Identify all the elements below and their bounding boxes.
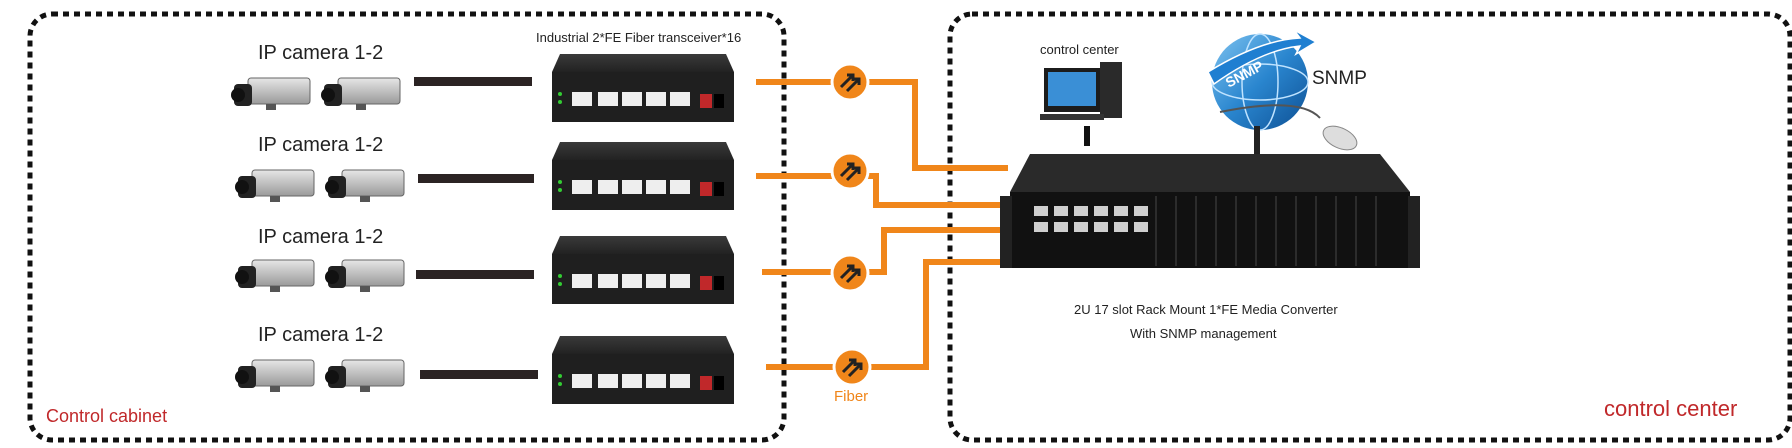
ethernet-cable xyxy=(414,77,532,86)
ip-camera-icon xyxy=(231,77,311,110)
fiber-badges xyxy=(830,62,872,387)
rack-media-converter-icon xyxy=(1000,154,1420,268)
snmp-link xyxy=(1254,126,1260,154)
ip-camera-icon xyxy=(235,259,315,292)
ethernet-cables xyxy=(414,77,538,379)
fiber-transceivers xyxy=(552,54,734,404)
fiber-transceiver-icon xyxy=(552,54,734,122)
control-center-label: control center xyxy=(1604,396,1738,421)
mouse-icon xyxy=(1219,104,1358,151)
fiber-badge-icon xyxy=(830,151,870,191)
camera-group-label: IP camera 1-2 xyxy=(258,324,384,346)
fiber-line-4 xyxy=(766,259,1008,370)
control-cabinet-zone xyxy=(27,11,787,443)
ethernet-cable xyxy=(416,270,534,279)
computer-icon xyxy=(1040,62,1122,146)
fiber-line-3 xyxy=(762,227,1008,275)
fiber-badge-icon xyxy=(832,347,872,387)
control-center-pc-label: control center xyxy=(1040,42,1119,57)
fiber-transceiver-icon xyxy=(552,336,734,404)
ip-camera-icon xyxy=(235,359,315,392)
fiber-line-2 xyxy=(756,173,1008,208)
fiber-transceiver-icon xyxy=(552,236,734,304)
camera-group-label: IP camera 1-2 xyxy=(258,226,384,248)
ip-cameras xyxy=(231,77,405,392)
control-cabinet-label: Control cabinet xyxy=(46,406,168,426)
fiber-label: Fiber xyxy=(834,388,869,405)
ip-camera-icon xyxy=(321,77,401,110)
snmp-label: SNMP xyxy=(1312,68,1367,89)
rack-description-line2: With SNMP management xyxy=(1130,326,1277,341)
ip-camera-icon xyxy=(325,169,405,202)
fiber-transceiver-icon xyxy=(552,142,734,210)
ip-camera-icon xyxy=(325,359,405,392)
transceiver-label: Industrial 2*FE Fiber transceiver*16 xyxy=(536,30,742,45)
fiber-line-1 xyxy=(756,79,1008,171)
camera-group-label: IP camera 1-2 xyxy=(258,134,384,156)
ethernet-cable xyxy=(418,174,534,183)
fiber-badge-icon xyxy=(830,62,870,102)
ip-camera-icon xyxy=(325,259,405,292)
camera-group-label: IP camera 1-2 xyxy=(258,42,384,64)
fiber-badge-icon xyxy=(830,253,870,293)
ethernet-cable xyxy=(420,370,538,379)
rack-description-line1: 2U 17 slot Rack Mount 1*FE Media Convert… xyxy=(1074,302,1338,317)
fiber-lines xyxy=(756,79,1008,370)
ip-camera-icon xyxy=(235,169,315,202)
